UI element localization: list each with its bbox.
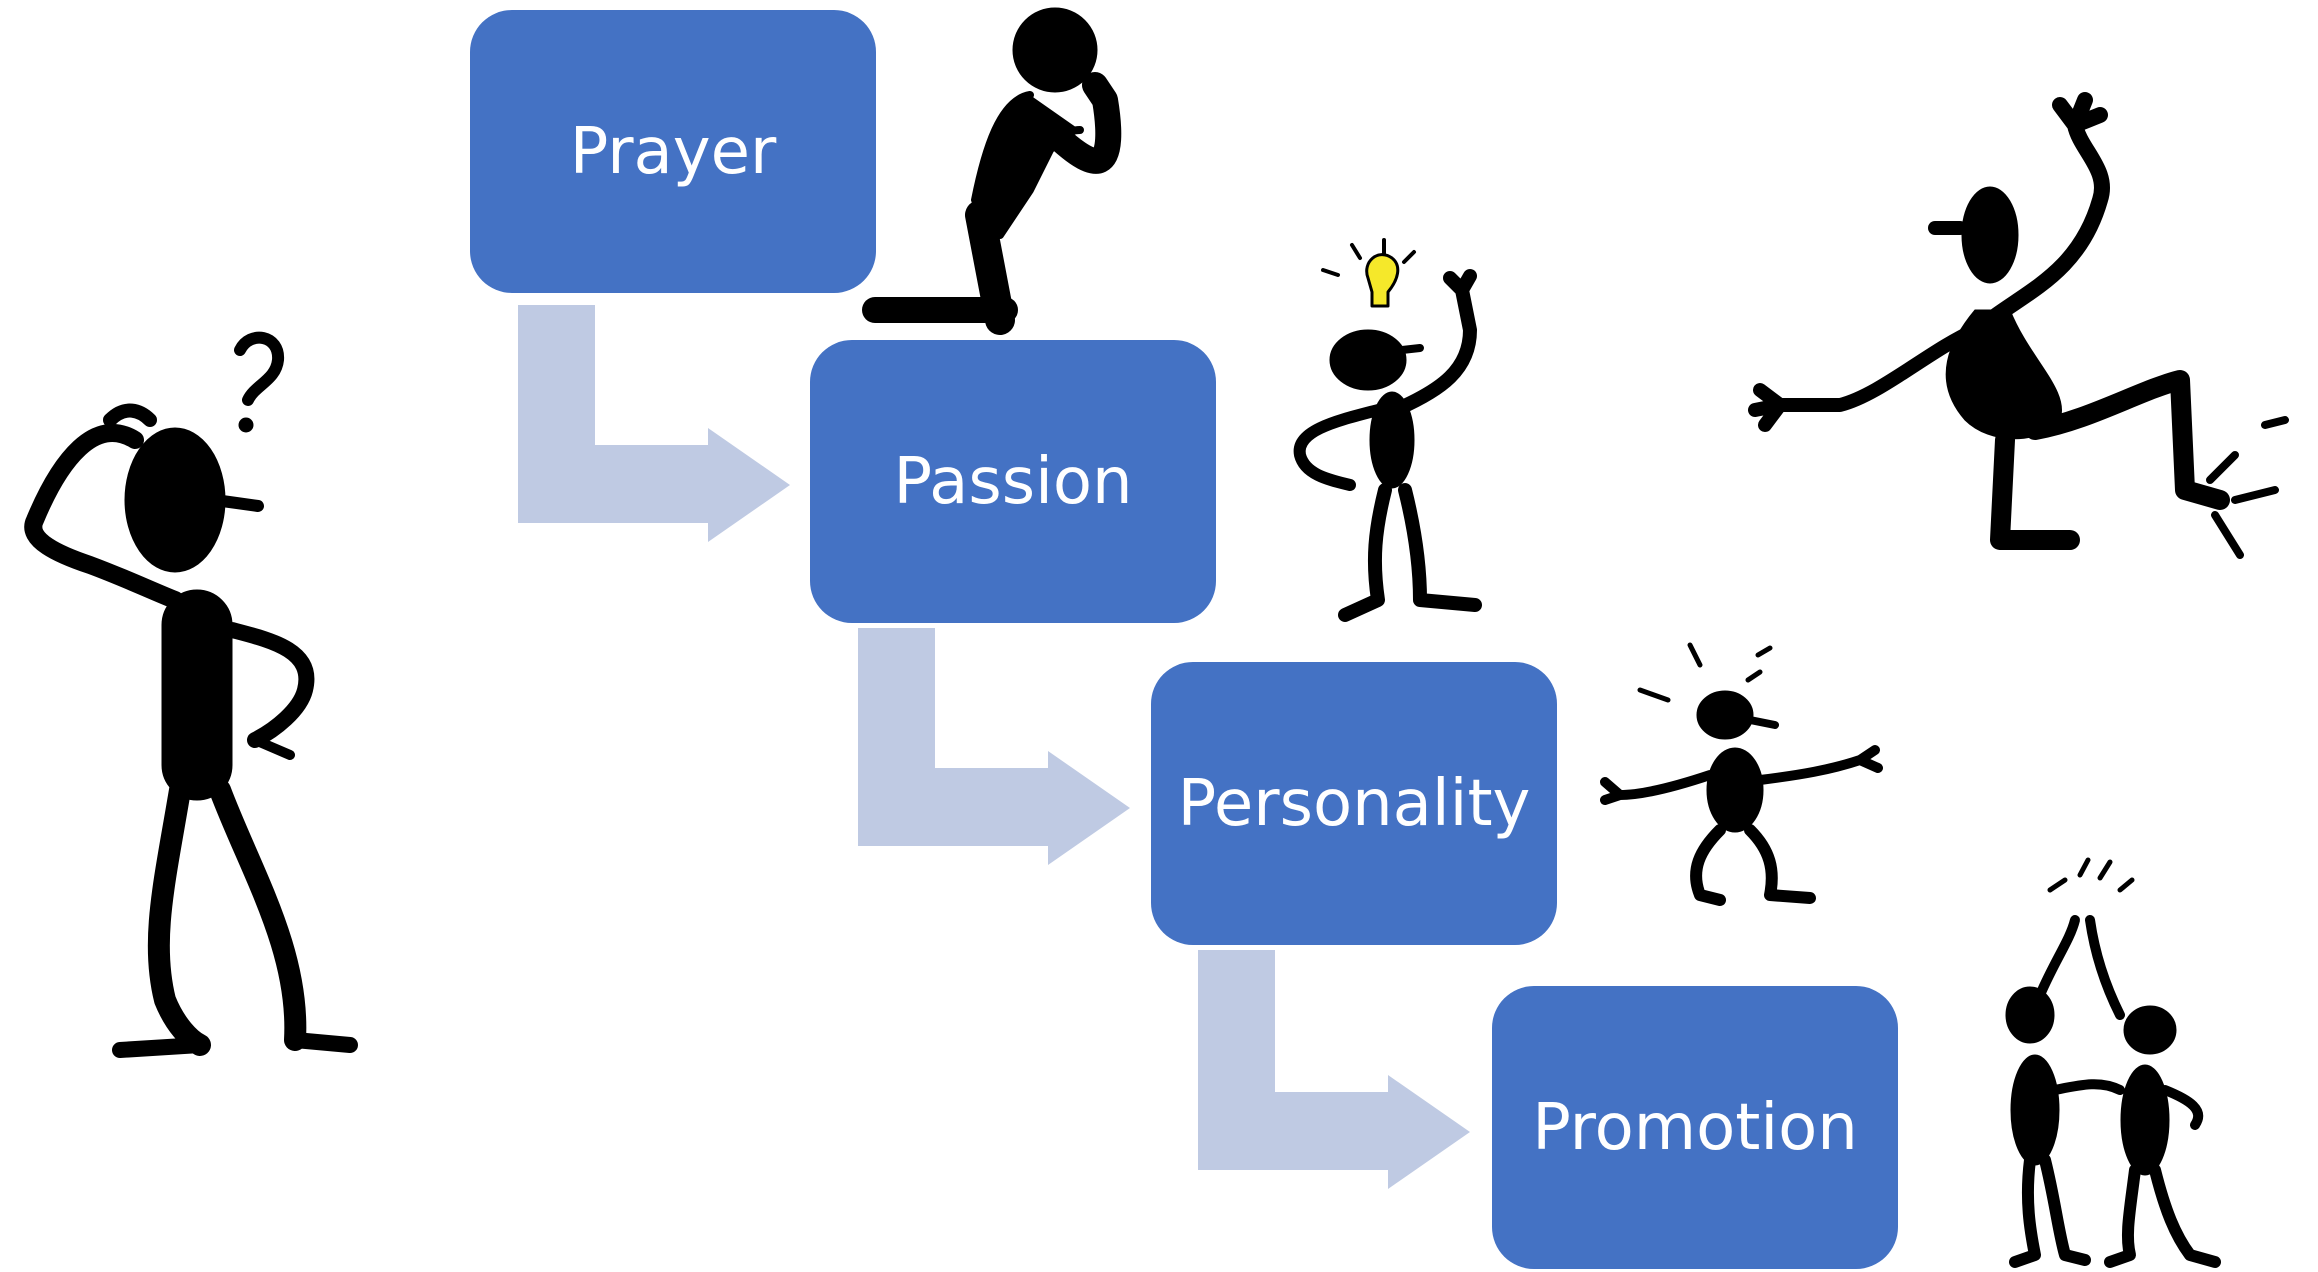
step-box-promotion: Promotion <box>1492 986 1898 1269</box>
connector-arrow-2 <box>858 628 1130 865</box>
step-box-prayer: Prayer <box>470 10 876 293</box>
praying-figure-icon <box>862 7 1122 335</box>
step-box-passion: Passion <box>810 340 1216 623</box>
leaping-figure-icon <box>1748 92 2289 559</box>
step-box-personality: Personality <box>1151 662 1557 945</box>
connector-arrow-1 <box>518 305 790 542</box>
confused-stick-figure-icon <box>24 331 358 1058</box>
step-label: Personality <box>1177 766 1531 841</box>
step-label: Promotion <box>1532 1090 1858 1165</box>
excited-figure-icon <box>1600 642 1883 906</box>
step-label: Prayer <box>569 114 777 189</box>
connector-arrow-3 <box>1198 950 1470 1189</box>
step-label: Passion <box>893 444 1133 519</box>
idea-figure-lightbulb-icon <box>1293 238 1482 622</box>
high-five-figures-icon <box>2005 857 2221 1268</box>
